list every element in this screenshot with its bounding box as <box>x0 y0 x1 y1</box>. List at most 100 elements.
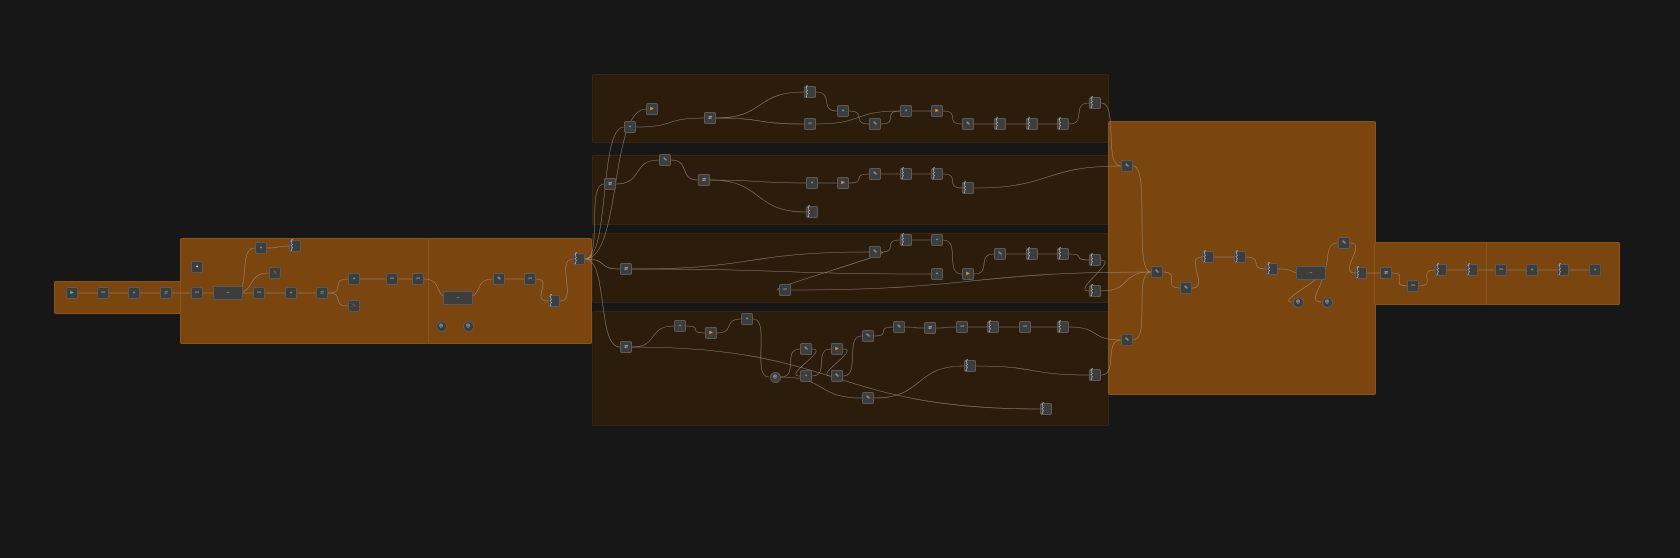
workflow-node[interactable]: ✎ <box>869 168 881 180</box>
workflow-node[interactable]: ⋯ <box>191 287 203 299</box>
workflow-node[interactable]: ✎ <box>893 321 905 333</box>
workflow-node[interactable]: ✎ <box>348 300 360 312</box>
workflow-node[interactable]: ✎ <box>831 370 843 382</box>
workflow-node[interactable]: { } <box>1057 118 1069 130</box>
workflow-node[interactable]: { } <box>964 360 976 372</box>
workflow-node[interactable]: ⇄ <box>620 341 632 353</box>
workflow-node[interactable]: ⇄ <box>160 287 172 299</box>
workflow-node[interactable]: ◎ <box>769 371 781 383</box>
workflow-node[interactable]: ▶ <box>646 103 658 115</box>
workflow-node[interactable]: { } <box>573 253 585 265</box>
workflow-node[interactable]: ✎ <box>800 343 812 355</box>
workflow-node[interactable]: ⇄ <box>704 112 716 124</box>
workflow-node[interactable]: ✎ <box>659 154 671 166</box>
workflow-node[interactable]: ◎ <box>1292 296 1304 308</box>
workflow-node[interactable]: ▶ <box>837 177 849 189</box>
workflow-node[interactable]: { } <box>1355 267 1367 279</box>
workflow-node[interactable]: ⋯ <box>412 273 424 285</box>
workflow-node[interactable]: ⋯ <box>779 284 791 296</box>
workflow-node[interactable]: ⋯ <box>97 287 109 299</box>
workflow-node[interactable]: ✎ <box>1121 160 1133 172</box>
workflow-node[interactable]: ▶ <box>831 343 843 355</box>
workflow-node[interactable]: ✦ <box>624 121 636 133</box>
workflow-node[interactable]: ✎ <box>962 118 974 130</box>
workflow-node[interactable]: ◎ <box>435 320 447 332</box>
workflow-node[interactable]: ◎ <box>1321 296 1333 308</box>
workflow-node[interactable]: ✦ <box>741 313 753 325</box>
workflow-node[interactable]: { } <box>1089 254 1101 266</box>
workflow-node[interactable]: { } <box>1557 264 1569 276</box>
workflow-node[interactable]: { } <box>931 168 943 180</box>
workflow-node[interactable]: ⋯ <box>1495 264 1507 276</box>
workflow-node[interactable]: ⇄ <box>924 322 936 334</box>
workflow-node[interactable]: ⇄ <box>1380 267 1392 279</box>
workflow-node[interactable]: ⇄ <box>698 174 710 186</box>
workflow-node[interactable]: ✎ <box>1180 282 1192 294</box>
workflow-node[interactable]: { } <box>1435 264 1447 276</box>
workflow-node[interactable]: ✎ <box>994 248 1006 260</box>
workflow-node[interactable]: ✎ <box>1338 237 1350 249</box>
workflow-node[interactable]: { } <box>1466 264 1478 276</box>
workflow-node[interactable]: ▶ <box>931 105 943 117</box>
workflow-node[interactable]: { } <box>804 86 816 98</box>
workflow-node[interactable]: { } <box>806 206 818 218</box>
workflow-node[interactable]: ⋯ <box>443 291 473 305</box>
workflow-node[interactable]: ✎ <box>869 118 881 130</box>
workflow-node[interactable]: { } <box>548 295 560 307</box>
workflow-node[interactable]: ⋯ <box>524 273 536 285</box>
workflow-node[interactable]: { } <box>1026 118 1038 130</box>
workflow-node[interactable]: ✦ <box>806 177 818 189</box>
workflow-node[interactable]: { } <box>900 168 912 180</box>
workflow-node[interactable]: ⋯ <box>804 118 816 130</box>
workflow-node[interactable]: ⋯ <box>956 321 968 333</box>
workflow-node[interactable]: { } <box>1040 403 1052 415</box>
workflow-node[interactable]: ⋯ <box>386 273 398 285</box>
workflow-node[interactable]: ✎ <box>1121 334 1133 346</box>
workflow-node[interactable]: ✦ <box>285 287 297 299</box>
workflow-node[interactable]: { } <box>1089 285 1101 297</box>
workflow-node[interactable]: ⋯ <box>213 286 243 300</box>
workflow-node[interactable]: ✦ <box>255 242 267 254</box>
workflow-node[interactable]: ✦ <box>1526 264 1538 276</box>
workflow-node[interactable]: ✎ <box>862 392 874 404</box>
workflow-node[interactable]: { } <box>1266 263 1278 275</box>
workflow-node[interactable]: ⇄ <box>604 178 616 190</box>
workflow-node[interactable]: { } <box>1089 369 1101 381</box>
workflow-node[interactable]: ✎ <box>869 246 881 258</box>
workflow-node[interactable]: ◎ <box>462 320 474 332</box>
workflow-node[interactable]: ✎ <box>269 267 281 279</box>
workflow-node[interactable]: { } <box>994 118 1006 130</box>
workflow-node[interactable]: ✎ <box>493 273 505 285</box>
workflow-node[interactable]: { } <box>987 321 999 333</box>
workflow-node[interactable]: ✦ <box>931 268 943 280</box>
workflow-node[interactable]: ⋯ <box>1407 280 1419 292</box>
workflow-node[interactable]: { } <box>1026 248 1038 260</box>
workflow-node[interactable]: ⇄ <box>316 287 328 299</box>
workflow-node[interactable]: { } <box>1057 248 1069 260</box>
workflow-node[interactable]: ✦ <box>931 234 943 246</box>
workflow-node[interactable]: ✦ <box>1589 264 1601 276</box>
workflow-node[interactable]: ✎ <box>862 330 874 342</box>
workflow-node[interactable]: ✦ <box>900 105 912 117</box>
workflow-node[interactable]: ✦ <box>837 105 849 117</box>
workflow-node[interactable]: ✎ <box>1151 266 1163 278</box>
workflow-node[interactable]: { } <box>962 182 974 194</box>
workflow-node[interactable]: ✦ <box>348 273 360 285</box>
workflow-node[interactable]: { } <box>900 234 912 246</box>
workflow-node[interactable]: ⋯ <box>1019 321 1031 333</box>
workflow-node[interactable]: { } <box>289 240 301 252</box>
workflow-node[interactable]: ▶ <box>66 287 78 299</box>
workflow-node[interactable]: ⇄ <box>620 263 632 275</box>
workflow-node[interactable]: ⋯ <box>253 287 265 299</box>
workflow-node[interactable]: { } <box>1202 251 1214 263</box>
workflow-node[interactable]: ⋯ <box>1296 266 1326 280</box>
workflow-node[interactable]: ✦ <box>128 287 140 299</box>
workflow-node[interactable]: { } <box>1089 97 1101 109</box>
workflow-node[interactable]: { } <box>1057 321 1069 333</box>
workflow-node[interactable]: ✦ <box>800 370 812 382</box>
workflow-node[interactable]: { } <box>1234 251 1246 263</box>
workflow-node[interactable]: ▶ <box>962 268 974 280</box>
workflow-node[interactable]: ▶ <box>705 327 717 339</box>
workflow-node[interactable]: ✦ <box>191 261 203 273</box>
